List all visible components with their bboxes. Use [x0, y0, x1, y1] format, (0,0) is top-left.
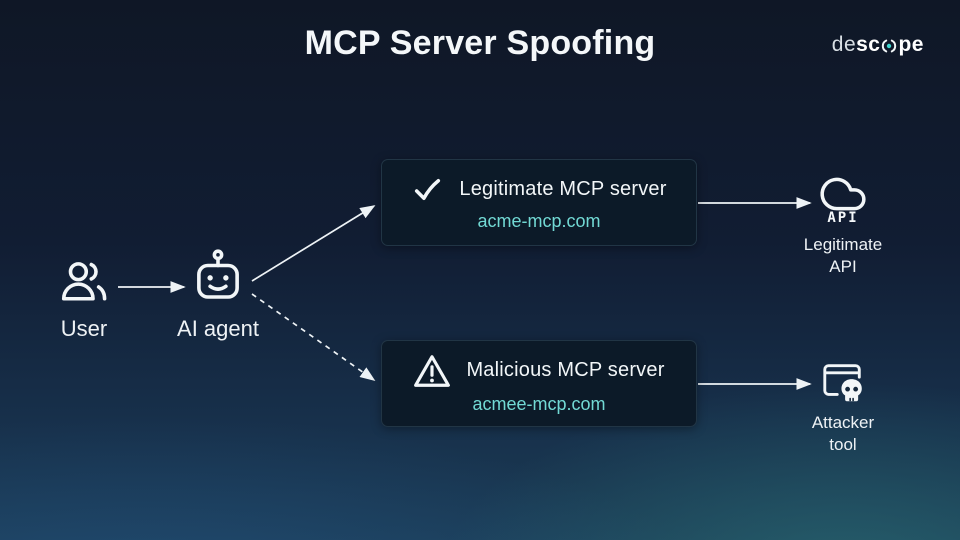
attacker-tool-label: Attacker tool	[811, 413, 875, 454]
malicious-server-title: Malicious MCP server	[466, 359, 665, 381]
agent-label: AI agent	[177, 316, 259, 341]
attacker-tool-icon	[823, 364, 862, 402]
malicious-server-domain: acmee-mcp.com	[472, 393, 606, 414]
page-title: MCP Server Spoofing	[304, 24, 656, 62]
legit-server-domain: acme-mcp.com	[477, 211, 601, 231]
cloud-icon	[820, 177, 866, 211]
logo-text-pe: pe	[898, 33, 924, 56]
node-attacker-tool: Attacker tool	[795, 358, 891, 456]
legit-server-title: Legitimate MCP server	[459, 178, 667, 200]
edge-agent-to-legit-server	[251, 205, 376, 282]
edge-agent-to-malicious-server	[251, 293, 376, 381]
node-agent: AI agent	[172, 248, 264, 342]
api-icon-text: API	[827, 210, 859, 226]
user-label: User	[60, 316, 108, 341]
warning-icon	[414, 354, 451, 387]
legit-server-box: Legitimate MCP server acme-mcp.com	[381, 159, 697, 246]
node-user: User	[44, 256, 124, 342]
logo-text-de: de	[831, 33, 857, 56]
legit-api-label: Legitimate API	[803, 235, 883, 276]
checkmark-icon	[415, 178, 441, 201]
logo-text-sc: sc	[856, 33, 881, 56]
malicious-server-box: Malicious MCP server acmee-mcp.com	[381, 340, 697, 427]
robot-icon	[197, 249, 239, 299]
user-icon	[61, 262, 107, 301]
node-legit-api: API Legitimate API	[795, 176, 891, 278]
logo-o-icon	[882, 39, 897, 53]
